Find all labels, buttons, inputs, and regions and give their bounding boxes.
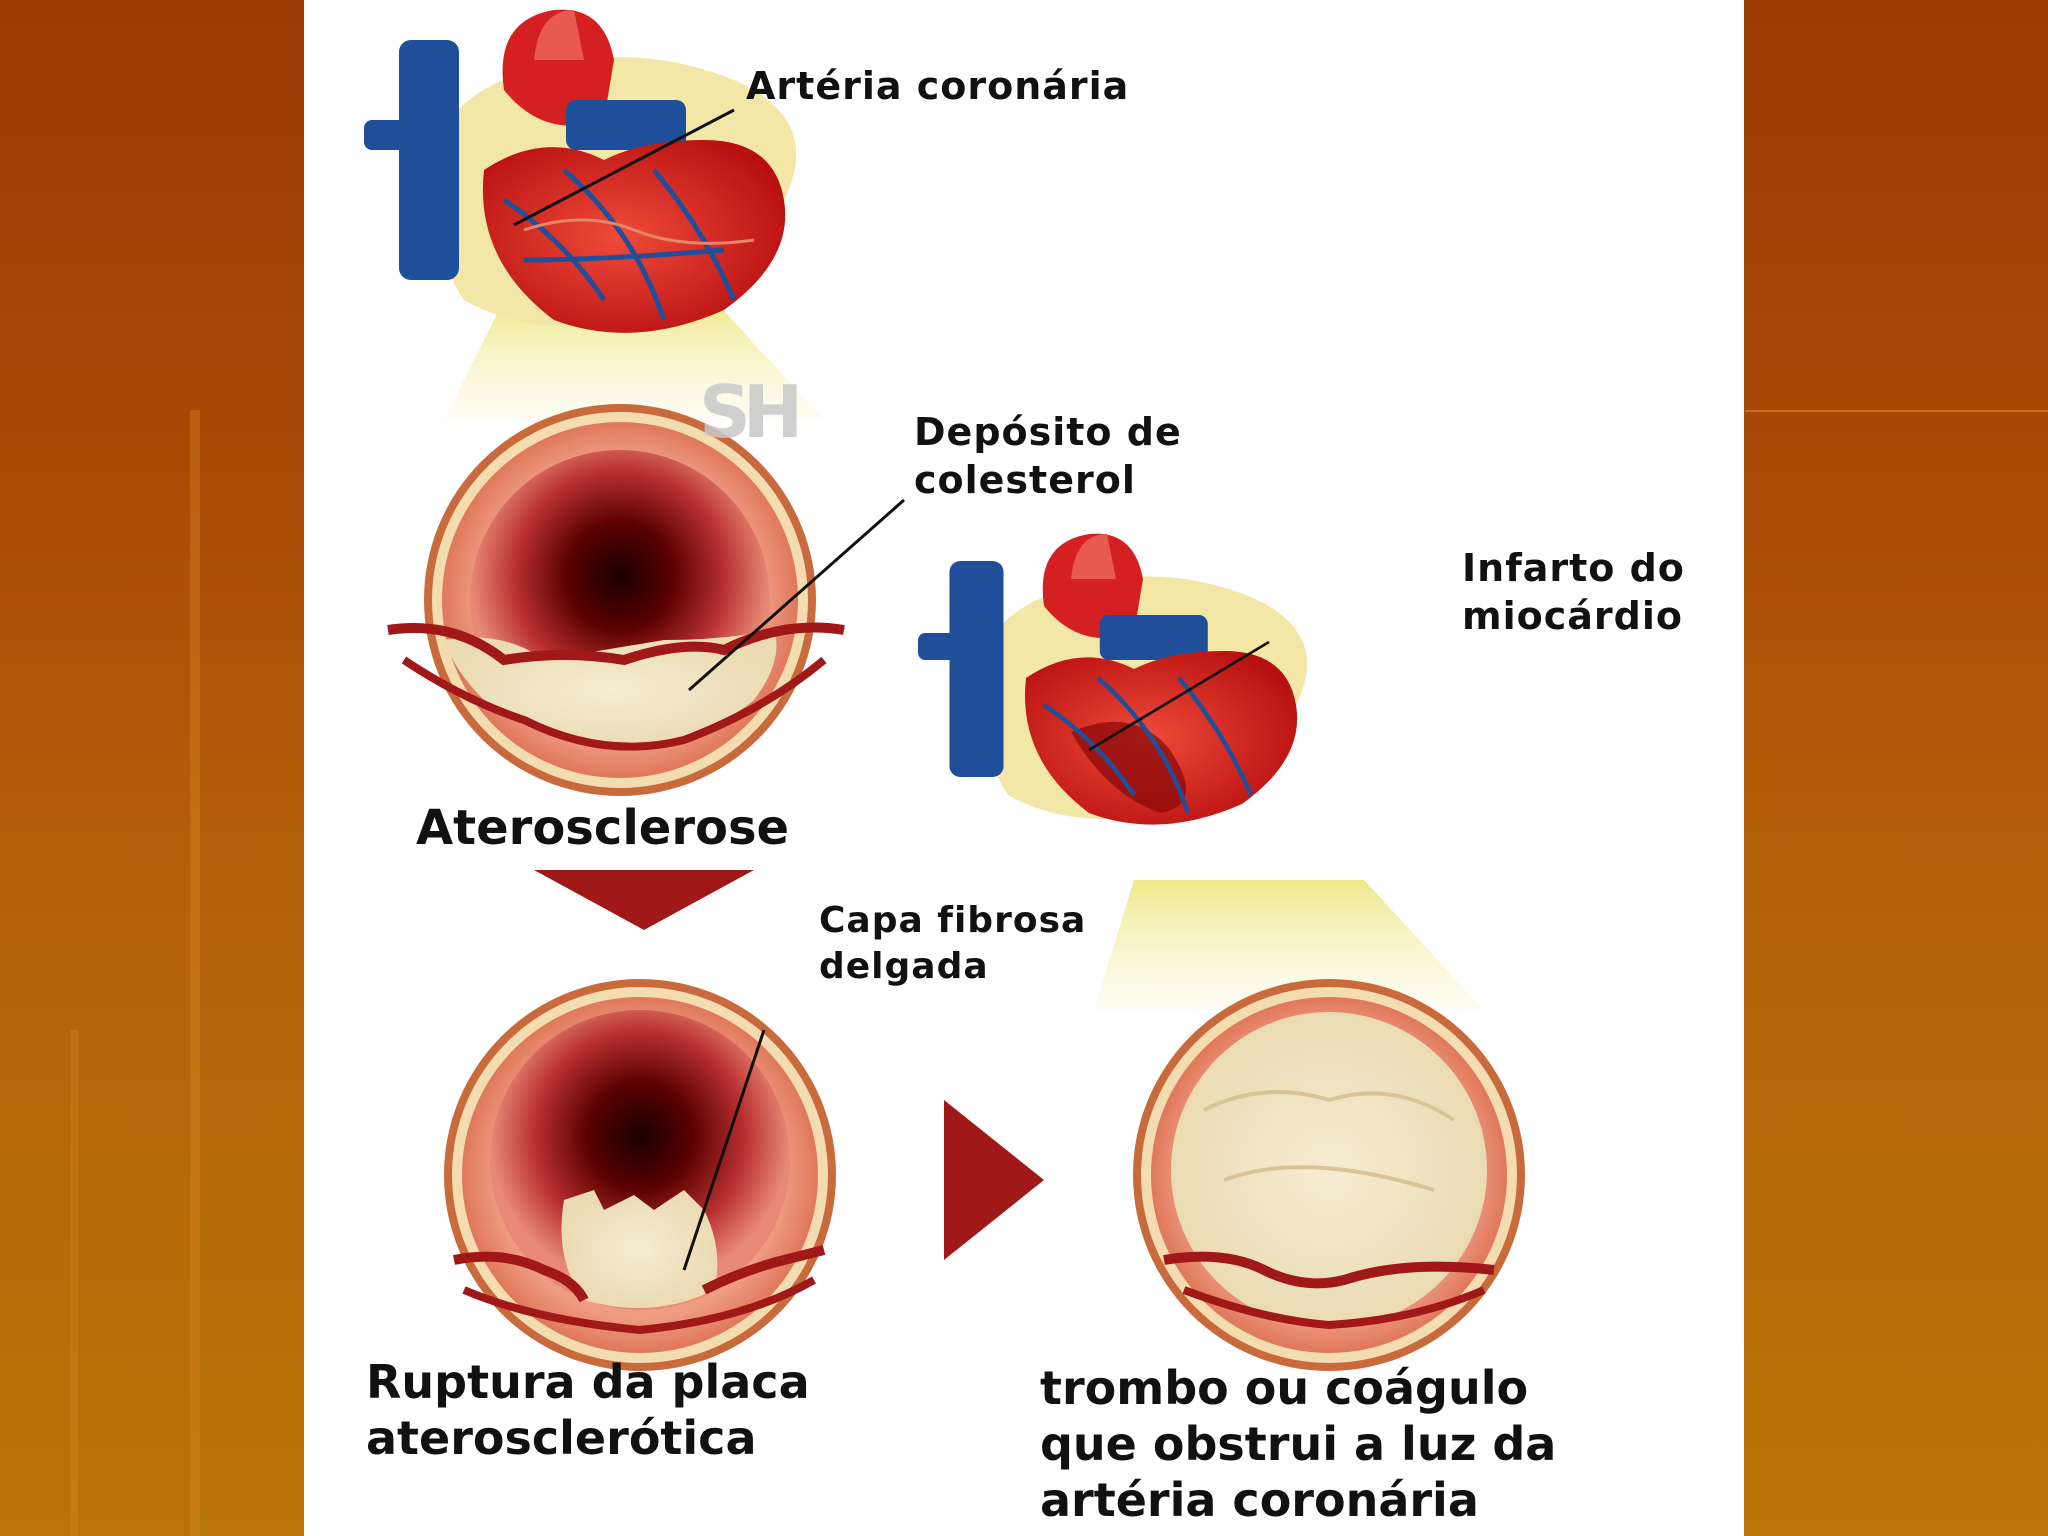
label-line: Depósito de [914, 408, 1182, 456]
label-line: artéria coronária [1040, 1472, 1556, 1528]
label-infarto-miocardio: Infarto do miocárdio [1462, 544, 1685, 640]
arrow-right [944, 1100, 1044, 1260]
artery-cross-section-thrombus [1133, 979, 1525, 1371]
background-stripe [190, 410, 200, 1536]
artery-cross-section-rupture [444, 979, 836, 1371]
label-line: delgada [819, 944, 1086, 990]
label-line: aterosclerótica [366, 1410, 810, 1466]
label-line: Capa fibrosa [819, 898, 1086, 944]
label-line: trombo ou coágulo [1040, 1360, 1556, 1416]
heart-illustration [918, 534, 1307, 825]
diagram-graphics [304, 0, 1744, 1536]
label-line: Infarto do [1462, 544, 1685, 592]
heart-illustration [364, 10, 796, 333]
label-line: Ruptura da placa [366, 1354, 810, 1410]
label-line: colesterol [914, 456, 1182, 504]
background-stripe [70, 1030, 78, 1536]
label-line: que obstrui a luz da [1040, 1416, 1556, 1472]
label-line: miocárdio [1462, 592, 1685, 640]
watermark-logo: SH [699, 370, 795, 454]
artery-cross-section-atherosclerosis [388, 404, 904, 796]
background-stripe [1745, 410, 2048, 412]
label-trombo-coagulo: trombo ou coágulo que obstrui a luz da a… [1040, 1360, 1556, 1528]
label-aterosclerose: Aterosclerose [416, 800, 789, 856]
label-deposito-colesterol: Depósito de colesterol [914, 408, 1182, 504]
label-ruptura-placa: Ruptura da placa aterosclerótica [366, 1354, 810, 1466]
illustration-panel: SH Artéria coronária Depósito de coleste… [304, 0, 1744, 1536]
label-capa-fibrosa: Capa fibrosa delgada [819, 898, 1086, 990]
label-arteria-coronaria: Artéria coronária [746, 62, 1129, 110]
arrow-down [534, 870, 754, 930]
